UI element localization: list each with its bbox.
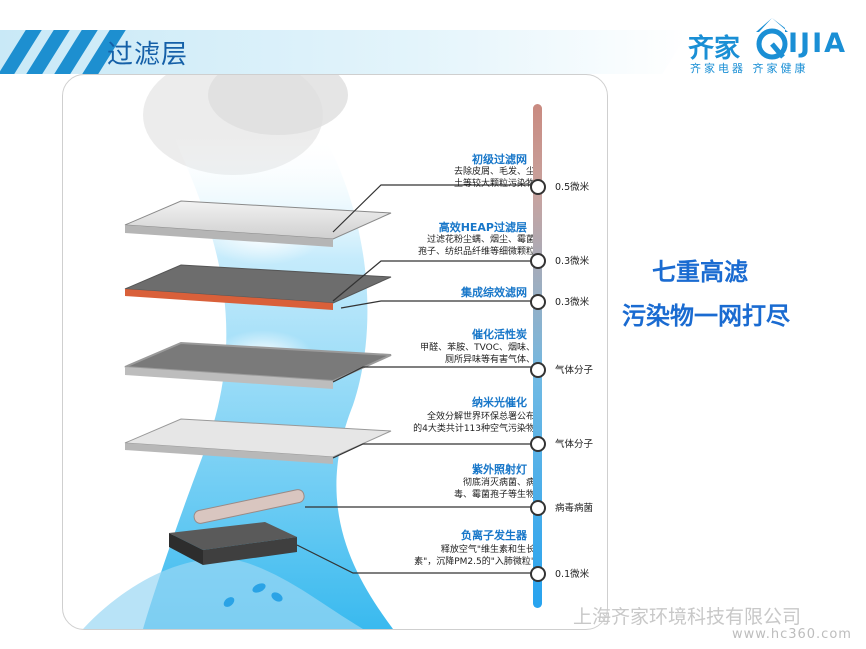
scale-label: 病毒病菌 <box>555 503 594 514</box>
layer-desc: 彻底消灭病菌、病毒、霉菌孢子等生物 <box>453 478 535 500</box>
leader-line <box>296 544 537 574</box>
layer-title: 集成综效滤网 <box>461 286 527 299</box>
watermark: www.hc360.com <box>732 627 852 642</box>
scale-label: 气体分子 <box>555 365 594 376</box>
leader-line <box>332 366 537 383</box>
scale-marker <box>530 294 546 310</box>
airflow-illustration <box>83 75 537 629</box>
scale-label: 0.1微米 <box>555 569 590 580</box>
layer-desc: 过滤花粉尘螨、烟尘、霉菌孢子、纺织品纤维等细微颗粒 <box>417 235 535 257</box>
particle-size-scale <box>533 104 542 608</box>
layer-title: 初级过滤网 <box>472 153 527 166</box>
scale-label: 0.3微米 <box>555 297 590 308</box>
leader-line <box>332 184 537 233</box>
filter-diagram-card: 初级过滤网 去除皮屑、毛发、尘土等较大颗粒污染物 高效HEAP过滤层 过滤花粉尘… <box>62 74 608 630</box>
house-q-icon <box>756 18 788 60</box>
scale-label: 0.3微米 <box>555 256 590 267</box>
scale-marker <box>530 362 546 378</box>
slogan-line-2: 污染物一网打尽 <box>622 302 790 330</box>
logo-tagline: 齐家电器 齐家健康 <box>690 62 809 75</box>
company-name: 上海齐家环境科技有限公司 <box>573 606 802 628</box>
layer-desc: 全效分解世界环保总署公布的4大类共计113种空气污染物 <box>413 412 535 434</box>
logo-chinese-name: 齐家 <box>688 34 741 64</box>
layer-desc: 去除皮屑、毛发、尘土等较大颗粒污染物 <box>453 167 535 189</box>
layer-title: 负离子发生器 <box>461 529 527 542</box>
layer-title: 纳米光催化 <box>472 396 527 409</box>
scale-marker <box>530 436 546 452</box>
slide-header: 过滤层 齐家 IJIA 齐家电器 齐家健康 <box>0 0 866 80</box>
layer-desc: 甲醛、苯胺、TVOC、烟味、厕所异味等有害气体、 <box>420 343 535 365</box>
brand-logo: 齐家 IJIA 齐家电器 齐家健康 <box>688 14 860 78</box>
layer-title: 催化活性炭 <box>472 328 527 341</box>
scale-label: 气体分子 <box>555 439 594 450</box>
layer-desc: 释放空气"维生素和生长素"，沉降PM2.5的"入肺微粒" <box>414 545 535 567</box>
leader-line <box>332 443 537 459</box>
page-title: 过滤层 <box>107 40 189 70</box>
scale-marker <box>530 179 546 195</box>
scale-label: 0.5微米 <box>555 182 590 193</box>
logo-english-name: IJIA <box>788 28 848 59</box>
scale-marker <box>530 253 546 269</box>
layer-title: 紫外照射灯 <box>472 463 527 476</box>
scale-marker <box>530 500 546 516</box>
slogan-line-1: 七重高滤 <box>652 258 748 286</box>
scale-marker <box>530 566 546 582</box>
leader-line <box>332 260 537 302</box>
layer-title: 高效HEAP过滤层 <box>438 221 527 234</box>
leader-line <box>340 300 537 309</box>
